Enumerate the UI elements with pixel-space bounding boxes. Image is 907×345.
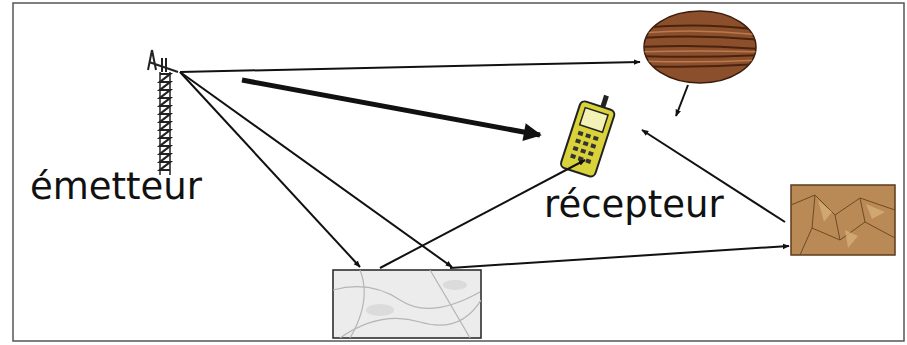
node-label: récepteur [544,185,755,226]
marble-obstacle [333,270,481,338]
antenna-symbol [148,50,178,175]
phone-symbol [560,89,620,178]
frame [13,3,904,341]
reflected-path [180,62,789,268]
direct-path [242,80,540,135]
emitter-node: émetteur [22,40,242,212]
wood-obstacle [640,11,760,83]
rock-obstacle [791,185,895,255]
node-label: émetteur [30,167,242,208]
receiver-node: récepteur [540,95,755,230]
